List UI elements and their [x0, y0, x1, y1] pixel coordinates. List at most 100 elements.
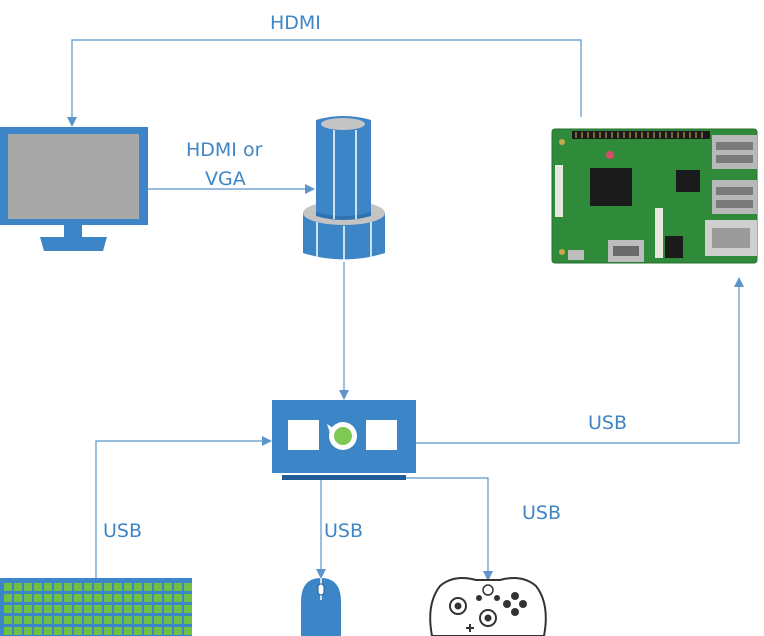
keyboard-key [94, 583, 102, 591]
keyboard-key [184, 627, 192, 635]
keyboard-key [84, 627, 92, 635]
keyboard-key [114, 583, 122, 591]
keyboard-key [14, 594, 22, 602]
keyboard-key [154, 583, 162, 591]
arrowhead-monitor [67, 117, 77, 127]
label-vga: VGA [205, 168, 246, 190]
keyboard-key [84, 583, 92, 591]
keyboard-key [124, 627, 132, 635]
gamepad-icon [429, 577, 547, 636]
monitor-icon [0, 127, 148, 251]
keyboard-key [34, 627, 42, 635]
keyboard-icon [0, 578, 192, 636]
label-usb-keyboard: USB [103, 520, 142, 542]
keyboard-key [74, 605, 82, 613]
keyboard-key [114, 605, 122, 613]
keyboard-key [84, 616, 92, 624]
keyboard-key [34, 583, 42, 591]
keyboard-key [84, 594, 92, 602]
keyboard-key [174, 594, 182, 602]
keyboard-key [64, 616, 72, 624]
keyboard-key [34, 616, 42, 624]
keyboard-key [54, 627, 62, 635]
keyboard-key [64, 605, 72, 613]
arrowhead-hub-top [339, 390, 349, 400]
keyboard-key [184, 594, 192, 602]
arrowhead-pi [734, 277, 744, 287]
keyboard-key [144, 594, 152, 602]
keyboard-key [84, 605, 92, 613]
keyboard-key [4, 605, 12, 613]
arrowhead-hub-left [262, 436, 272, 446]
keyboard-key [154, 605, 162, 613]
keyboard-key [64, 627, 72, 635]
keyboard-key [104, 594, 112, 602]
keyboard-key [64, 583, 72, 591]
keyboard-key [164, 605, 172, 613]
keyboard-key [54, 594, 62, 602]
keyboard-key [134, 583, 142, 591]
keyboard-key [54, 605, 62, 613]
hdmi-wire-pi-to-monitor [71, 39, 582, 118]
keyboard-key [114, 594, 122, 602]
hdmi-vga-adapter-icon [303, 116, 385, 262]
keyboard-key [174, 605, 182, 613]
keyboard-key [4, 583, 12, 591]
keyboard-key [24, 616, 32, 624]
keyboard-key [14, 605, 22, 613]
keyboard-key [94, 605, 102, 613]
label-usb-mouse: USB [324, 520, 363, 542]
keyboard-key [164, 594, 172, 602]
keyboard-key [134, 605, 142, 613]
keyboard-key [124, 594, 132, 602]
keyboard-key [124, 616, 132, 624]
keyboard-key [104, 605, 112, 613]
keyboard-key [134, 627, 142, 635]
keyboard-key [154, 627, 162, 635]
keyboard-key [44, 627, 52, 635]
keyboard-key [114, 616, 122, 624]
keyboard-key [44, 616, 52, 624]
keyboard-key [54, 583, 62, 591]
label-hdmi-or: HDMI or [186, 139, 263, 161]
keyboard-key [94, 616, 102, 624]
keyboard-key [74, 616, 82, 624]
keyboard-key [144, 627, 152, 635]
keyboard-key [24, 583, 32, 591]
keyboard-key [144, 583, 152, 591]
keyboard-key [74, 627, 82, 635]
keyboard-key [174, 616, 182, 624]
label-usb-gamepad: USB [522, 502, 561, 524]
keyboard-key [64, 594, 72, 602]
keyboard-key [134, 616, 142, 624]
label-usb-pi: USB [588, 412, 627, 434]
keyboard-key [4, 616, 12, 624]
keyboard-key [74, 583, 82, 591]
keyboard-key [94, 594, 102, 602]
keyboard-key [24, 605, 32, 613]
keyboard-key [104, 627, 112, 635]
keyboard-key [44, 594, 52, 602]
keyboard-key [74, 594, 82, 602]
keyboard-key [44, 583, 52, 591]
keyboard-key [114, 627, 122, 635]
keyboard-key [14, 616, 22, 624]
keyboard-key [174, 627, 182, 635]
keyboard-key [4, 594, 12, 602]
usb-wire-hub-to-pi [416, 287, 740, 444]
keyboard-key [94, 627, 102, 635]
usb-hub-icon [272, 400, 416, 480]
usb-wire-keyboard-to-hub [95, 440, 262, 578]
keyboard-key [144, 605, 152, 613]
keyboard-key [184, 583, 192, 591]
keyboard-key [124, 605, 132, 613]
keyboard-key [154, 616, 162, 624]
raspberry-pi-board [551, 128, 758, 264]
keyboard-key [44, 605, 52, 613]
keyboard-key [24, 627, 32, 635]
arrowhead-gamepad [483, 571, 493, 581]
keyboard-key [34, 594, 42, 602]
keyboard-key [54, 616, 62, 624]
keyboard-key [134, 594, 142, 602]
